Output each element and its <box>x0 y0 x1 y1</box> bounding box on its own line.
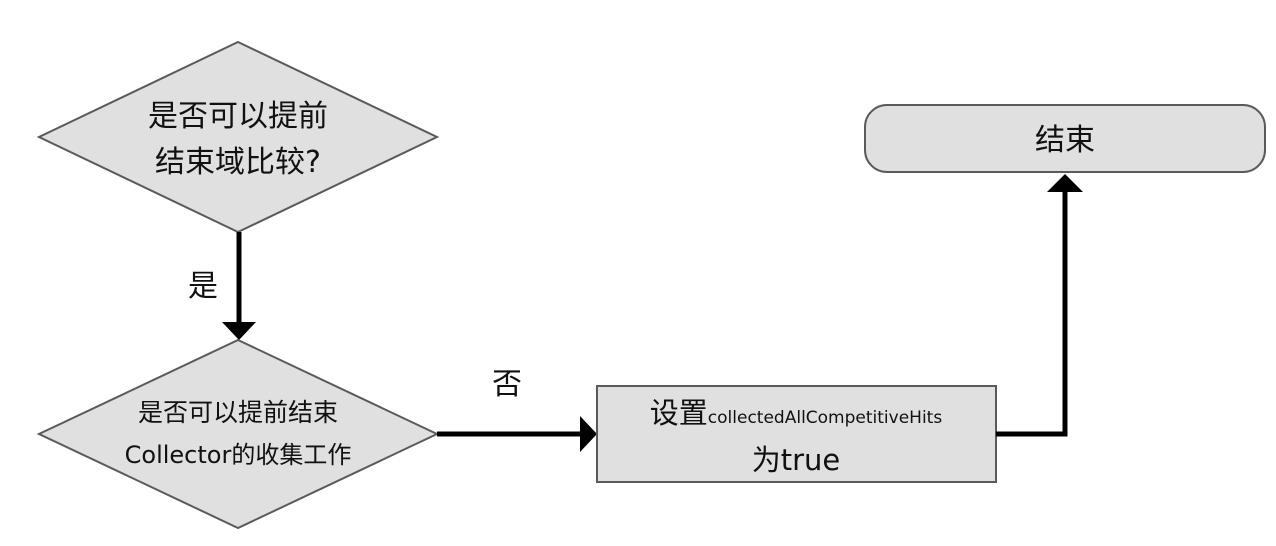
decision-1-line-1: 是否可以提前 <box>148 99 328 134</box>
decision-node-2: 是否可以提前结束 Collector的收集工作 <box>36 338 440 530</box>
process-prefix: 设置 <box>650 396 708 430</box>
edge-to-end-line <box>996 192 1068 437</box>
process-line-2: 为true <box>752 443 841 477</box>
edge-no-arrowhead <box>580 416 597 452</box>
end-box <box>864 104 1266 173</box>
edge-no-label: 否 <box>492 367 522 402</box>
decision-2-line-1: 是否可以提前结束 <box>138 398 338 427</box>
decision-node-1: 是否可以提前 结束域比较? <box>36 40 440 234</box>
process-node: 设置collectedAllCompetitiveHits 为true <box>596 385 997 483</box>
process-line-1: 设置collectedAllCompetitiveHits <box>650 396 943 430</box>
edge-to-end-arrowhead <box>1047 174 1083 192</box>
edge-to-end <box>996 174 1083 437</box>
end-label: 结束 <box>1035 123 1095 158</box>
decision-1-diamond <box>36 40 440 234</box>
edge-yes: 是 <box>188 232 256 340</box>
end-node: 结束 <box>864 104 1266 173</box>
process-box <box>596 385 997 483</box>
process-code: collectedAllCompetitiveHits <box>708 408 943 428</box>
edge-yes-label: 是 <box>188 269 218 304</box>
edge-no: 否 <box>437 367 597 452</box>
decision-2-diamond <box>36 338 440 530</box>
decision-2-line-2: Collector的收集工作 <box>125 441 352 469</box>
edge-yes-arrowhead <box>222 322 256 340</box>
decision-1-line-2: 结束域比较? <box>155 145 321 180</box>
